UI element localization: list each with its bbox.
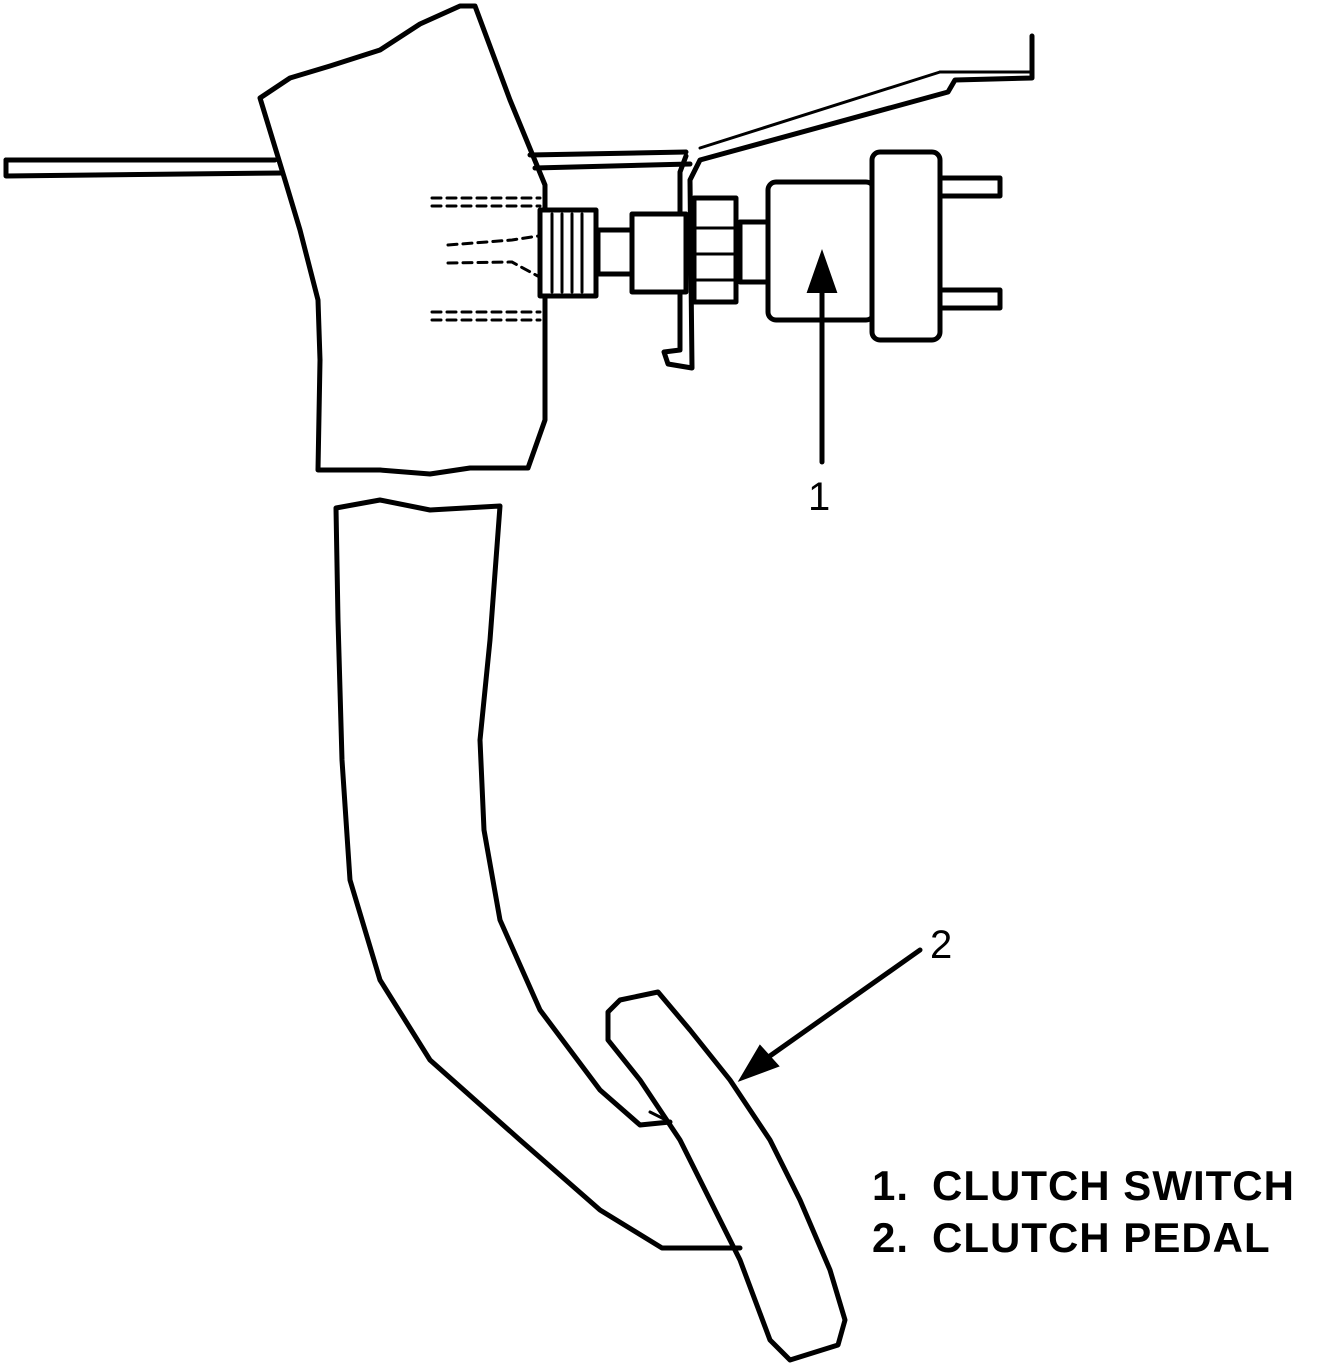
callout-1-label: 1 [808, 475, 830, 519]
clutch-pedal-pad [605, 989, 848, 1363]
clutch-switch [765, 149, 1003, 343]
legend-item-clutch-pedal: 2. CLUTCH PEDAL [872, 1212, 1295, 1264]
firewall-bracket [3, 33, 1035, 371]
callout-2-label: 2 [930, 923, 952, 967]
legend-label: CLUTCH PEDAL [932, 1214, 1271, 1261]
legend-number: 1. [872, 1162, 910, 1209]
pedal-arm-lower [333, 497, 743, 1251]
pedal-pad-edge [648, 1110, 672, 1124]
callout-2-arrow [737, 947, 923, 1082]
pedal-arm-upper [257, 3, 548, 477]
legend-number: 2. [872, 1214, 910, 1261]
legend-label: CLUTCH SWITCH [932, 1162, 1295, 1209]
parts-legend: 1. CLUTCH SWITCH 2. CLUTCH PEDAL [872, 1160, 1295, 1264]
callout-1-arrow [806, 248, 838, 465]
legend-item-clutch-switch: 1. CLUTCH SWITCH [872, 1160, 1295, 1212]
switch-plunger [537, 195, 773, 305]
pivot-bushing [430, 196, 547, 322]
